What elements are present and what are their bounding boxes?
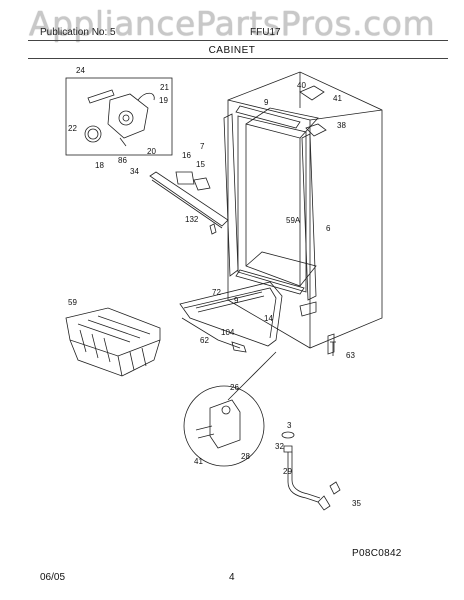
- model-text: FFU17: [250, 27, 281, 38]
- callout-21: 21: [160, 83, 169, 92]
- callout-15: 15: [196, 160, 205, 169]
- callout-62: 62: [200, 336, 209, 345]
- callout-18: 18: [95, 161, 104, 170]
- callout-41-detail: 41: [194, 457, 203, 466]
- drain-tube-drawing: [281, 431, 341, 511]
- callout-35: 35: [352, 499, 361, 508]
- callout-72: 72: [212, 288, 221, 297]
- callout-6: 6: [326, 224, 331, 233]
- callout-20: 20: [147, 147, 156, 156]
- door-stop-detail-drawing: [183, 385, 265, 467]
- kickplate-grille-drawing: [179, 281, 283, 353]
- callout-59: 59: [68, 298, 77, 307]
- callout-41-top: 41: [333, 94, 342, 103]
- callout-34: 34: [130, 167, 139, 176]
- light-shield-drawing: [149, 171, 229, 235]
- screw-63-drawing: [330, 341, 336, 356]
- light-socket-assembly-drawing: [84, 89, 155, 147]
- callout-63: 63: [346, 351, 355, 360]
- callout-labels: 24 21 19 22 20 86 18 34 16 15 7 132 9 40…: [68, 66, 361, 508]
- footer-date: 06/05: [40, 572, 66, 583]
- callout-104: 104: [221, 328, 235, 337]
- section-title: CABINET: [208, 45, 256, 56]
- callout-29: 29: [283, 467, 292, 476]
- diagram-reference-code: P08C0842: [352, 548, 402, 559]
- callout-7: 7: [200, 142, 205, 151]
- callout-14: 14: [264, 314, 273, 323]
- callout-19: 19: [159, 96, 168, 105]
- callout-22: 22: [68, 124, 77, 133]
- callout-3: 3: [287, 421, 292, 430]
- callout-9-top: 9: [264, 98, 269, 107]
- header-rule-bottom: [28, 58, 448, 59]
- callout-132: 132: [185, 215, 199, 224]
- callout-86: 86: [118, 156, 127, 165]
- cabinet-body-drawing: [223, 71, 383, 355]
- wire-basket-drawing: [65, 307, 161, 377]
- watermark: AppliancePartsPros.com: [28, 4, 436, 43]
- callout-26: 26: [230, 383, 239, 392]
- detail-leader-line: [227, 351, 277, 401]
- header-rule-top: [28, 40, 448, 41]
- detail-inset-box: [65, 77, 173, 156]
- callout-24: 24: [76, 66, 85, 75]
- publication-text: Publication No: 5: [40, 27, 116, 38]
- callout-38: 38: [337, 121, 346, 130]
- callout-40: 40: [297, 81, 306, 90]
- callout-28: 28: [241, 452, 250, 461]
- callout-16: 16: [182, 151, 191, 160]
- page-header: AppliancePartsPros.com Publication No: 5…: [0, 0, 464, 58]
- callout-59a: 59A: [286, 216, 301, 225]
- footer-page-number: 4: [229, 572, 235, 583]
- callout-9-bottom: 9: [234, 296, 239, 305]
- callout-32: 32: [275, 442, 284, 451]
